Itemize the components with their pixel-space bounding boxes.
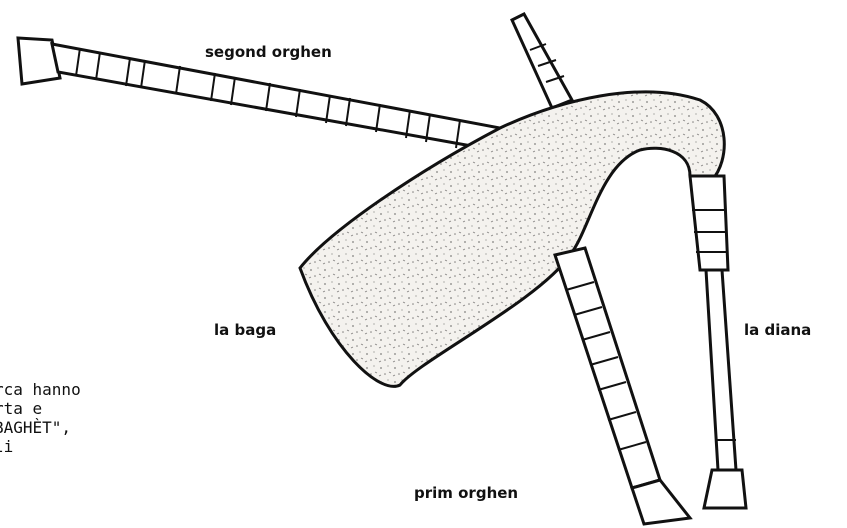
caption-line: rta e <box>0 399 81 418</box>
caption-line: li <box>0 437 81 456</box>
caption-line: BAGHÈT", <box>0 418 81 437</box>
la-diana-drone <box>690 176 746 508</box>
label-la-baga: la baga <box>214 321 276 339</box>
prim-orghen-chanter <box>555 248 690 524</box>
label-segond-orghen: segond orghen <box>205 43 332 61</box>
label-prim-orghen: prim orghen <box>414 484 518 502</box>
caption-line: rca hanno <box>0 380 81 399</box>
label-la-diana: la diana <box>744 321 811 339</box>
blowpipe <box>512 14 572 108</box>
